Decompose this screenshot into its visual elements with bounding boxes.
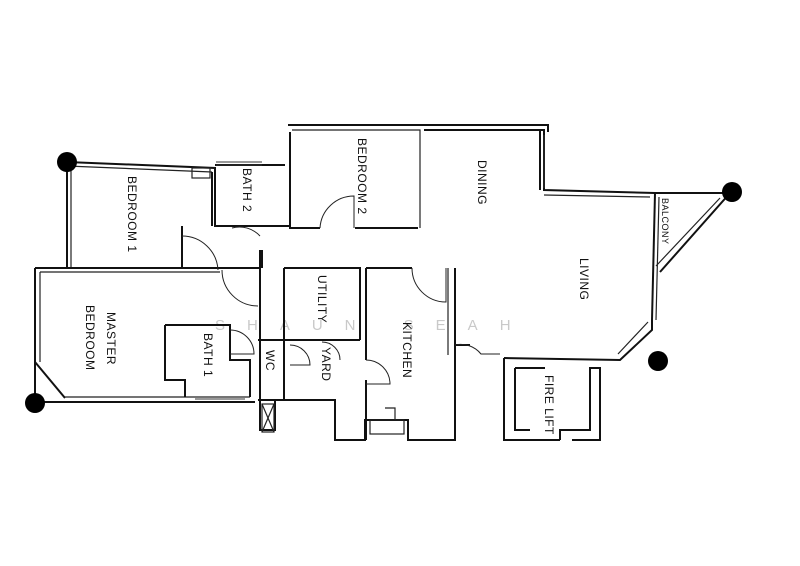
label-kitchen: KITCHEN — [400, 322, 414, 378]
label-fire-lift: FIRE LIFT — [542, 375, 556, 435]
label-bedroom-1: BEDROOM 1 — [125, 176, 139, 253]
interior-walls — [164, 164, 412, 440]
doors — [181, 195, 500, 385]
windows — [195, 135, 545, 400]
label-yard: YARD — [319, 347, 333, 381]
label-wc: WC — [263, 350, 277, 371]
label-balcony: BALCONY — [660, 198, 670, 245]
corner-marker — [722, 182, 742, 202]
corner-markers — [25, 152, 742, 413]
label-bath-2: BATH 2 — [240, 168, 254, 212]
label-utility: UTILITY — [315, 275, 329, 323]
corner-marker — [57, 152, 77, 172]
corner-marker — [25, 393, 45, 413]
label-bath-1: BATH 1 — [201, 333, 215, 377]
label-master-bedroom-line1: MASTER — [104, 312, 118, 365]
watermark: SHAUN SEAH — [215, 317, 533, 334]
label-master-bedroom-line2: BEDROOM — [83, 305, 97, 371]
label-living: LIVING — [577, 258, 591, 300]
corner-marker — [648, 351, 668, 371]
room-labels: BEDROOM 1 BATH 2 BEDROOM 2 DINING BALCON… — [83, 138, 670, 435]
label-dining: DINING — [475, 160, 489, 205]
label-bedroom-2: BEDROOM 2 — [355, 138, 369, 215]
exterior-walls — [34, 124, 733, 441]
